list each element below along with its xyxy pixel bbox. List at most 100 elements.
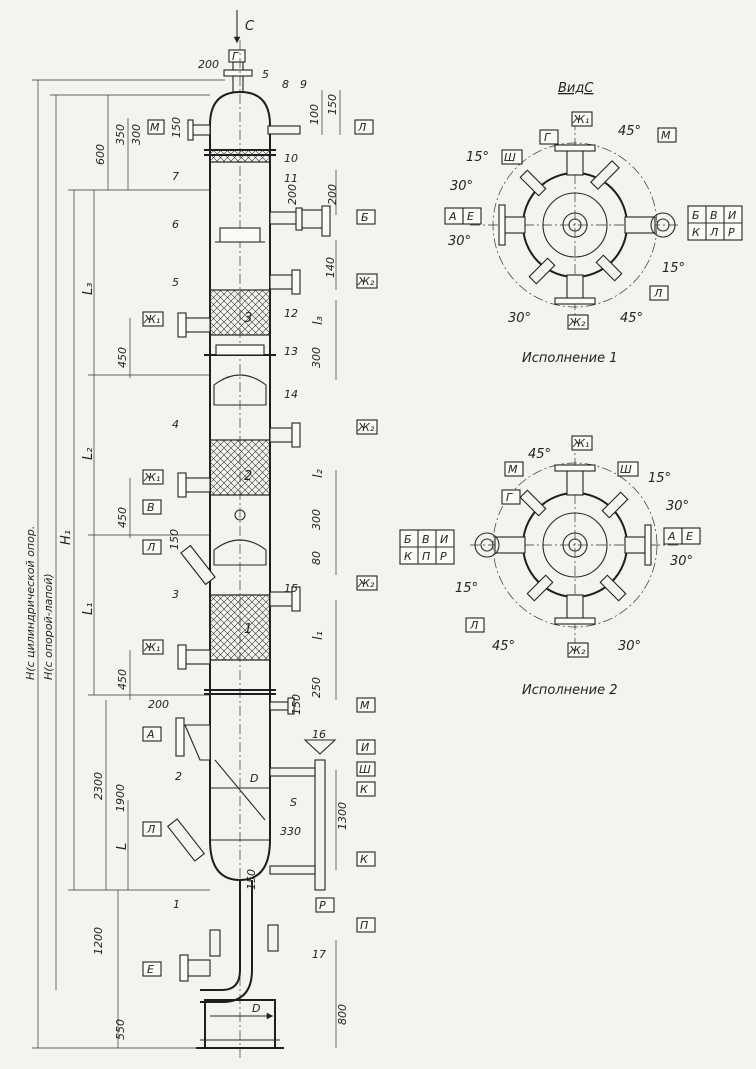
dim-r-200: 200 (286, 184, 299, 205)
nozzle-g-label-box (228, 49, 246, 63)
level-gauge (269, 739, 337, 891)
dim-small-l1: l₁ (311, 631, 326, 640)
label-i: И (361, 741, 369, 754)
dim-150-b: 150 (168, 529, 181, 550)
nozzle-g-label: Г (232, 50, 239, 63)
dim-1900: 1900 (114, 784, 127, 812)
left-dimensions: Н(с цилиндрической опор. Н(с опорой-лапо… (24, 58, 258, 1049)
vc-label-i: И (728, 209, 736, 222)
item-num: 12 (284, 307, 298, 320)
label-l-upper: Л (357, 121, 366, 134)
label-k1: К (360, 783, 369, 796)
item-num: 11 (284, 172, 298, 185)
item-num: 15 (284, 582, 298, 595)
e2-label-p: П (422, 550, 430, 563)
e2-angle: 30° (666, 499, 689, 514)
nozzle-m-low (269, 697, 295, 715)
dim-r-800: 800 (336, 1004, 349, 1025)
item-num: 4 (172, 418, 179, 431)
vc-label-a: А (448, 210, 457, 223)
vc-label-m: М (661, 129, 671, 142)
nozzle-a (175, 717, 211, 761)
view-c-execution-1: ВидС Г Ж₁ М Ш А Е (444, 81, 743, 366)
vc-angle: 30° (508, 311, 531, 326)
wall-label: S (290, 796, 297, 809)
dim-l: L (115, 843, 130, 850)
dim-450-a: 450 (116, 347, 129, 368)
label-m-low: М (360, 699, 370, 712)
dim-small-l2: l₂ (311, 469, 326, 478)
label-v: В (147, 501, 155, 514)
item-num: 9 (300, 78, 307, 91)
label-e: Е (147, 963, 154, 976)
dim-h1: Н₁ (59, 530, 74, 545)
label-l-mid: Л (146, 541, 155, 554)
item-num: 8 (282, 78, 289, 91)
label-boxes: М Л Б Ж₂ Ж₁ Ж₂ Ж₁ В Л Ж₂ Ж₁ М А (142, 119, 378, 977)
vc-label-v: В (710, 209, 718, 222)
label-l-low: Л (146, 823, 155, 836)
vc-label-sh: Ш (504, 151, 516, 164)
nozzle-zh2-c (269, 586, 301, 612)
vc-label-zh1: Ж₁ (572, 113, 589, 126)
item-num: 16 (312, 728, 326, 741)
dim-150-c: 150 (245, 869, 258, 890)
nozzle-zh1-b (177, 472, 211, 498)
item-num: 2 (175, 770, 182, 783)
label-zh1-b: Ж₁ (143, 471, 160, 484)
nozzle-zh1-c (177, 644, 211, 670)
vc-angle: 45° (620, 311, 643, 326)
e2-label-l: Л (469, 619, 478, 632)
dim-r-150: 150 (290, 694, 303, 715)
label-r: Р (319, 899, 326, 912)
dim-small-l3: l₃ (311, 316, 326, 325)
nozzle-l-upper (267, 125, 301, 135)
label-p: П (360, 919, 368, 932)
nozzle-zh2-a (269, 269, 301, 295)
packing-bed-2: 2 (244, 469, 252, 484)
dim-l3: L₃ (81, 283, 96, 295)
dim-r-300-b: 300 (310, 509, 323, 530)
nozzle-l-low (166, 818, 206, 862)
vc-label-l: Л (653, 287, 662, 300)
label-sh: Ш (359, 763, 371, 776)
e2-label-v: В (422, 533, 430, 546)
nozzle-e (179, 954, 211, 982)
vc-label-k: К (692, 226, 701, 239)
dim-550: 550 (114, 1019, 127, 1040)
item-num: 14 (284, 388, 298, 401)
dim-300: 300 (130, 124, 143, 145)
e2-label-a: А (667, 530, 676, 543)
label-zh1-a: Ж₁ (143, 313, 160, 326)
label-zh2-c: Ж₂ (357, 577, 375, 590)
dim-2300: 2300 (92, 772, 105, 800)
dim-l2: L₂ (81, 448, 96, 460)
e2-label-m: М (508, 463, 518, 476)
vc-angle: 15° (466, 150, 489, 165)
dim-1200: 1200 (92, 927, 105, 955)
vc-label-r: Р (728, 226, 735, 239)
dim-r-300-a: 300 (310, 347, 323, 368)
vc-label-l2: Л (709, 226, 718, 239)
vc-label-e: Е (467, 210, 474, 223)
dim-r-330: 330 (280, 825, 301, 838)
dim-l1: L₁ (81, 603, 96, 615)
e2-label-b: Б (404, 533, 412, 546)
nozzle-zh2-b (269, 422, 301, 448)
dim-r-200-top: 200 (326, 184, 339, 205)
dim-r-250: 250 (310, 677, 323, 698)
label-m-upper: М (150, 121, 160, 134)
dim-r-100: 100 (308, 104, 321, 125)
drain-pipe-left (209, 929, 221, 957)
nozzle-zh1-a (177, 312, 211, 338)
label-zh2-a: Ж₂ (357, 275, 375, 288)
drain-pipe-p (267, 924, 279, 952)
vc-angle: 45° (618, 124, 641, 139)
dim-200-top: 200 (198, 58, 219, 71)
label-b: Б (361, 211, 369, 224)
diameter-label-bottom: D (252, 1002, 260, 1015)
e2-angle: 30° (670, 554, 693, 569)
dim-350: 350 (114, 124, 127, 145)
dim-450-b: 450 (116, 507, 129, 528)
e2-label-e: Е (686, 530, 693, 543)
